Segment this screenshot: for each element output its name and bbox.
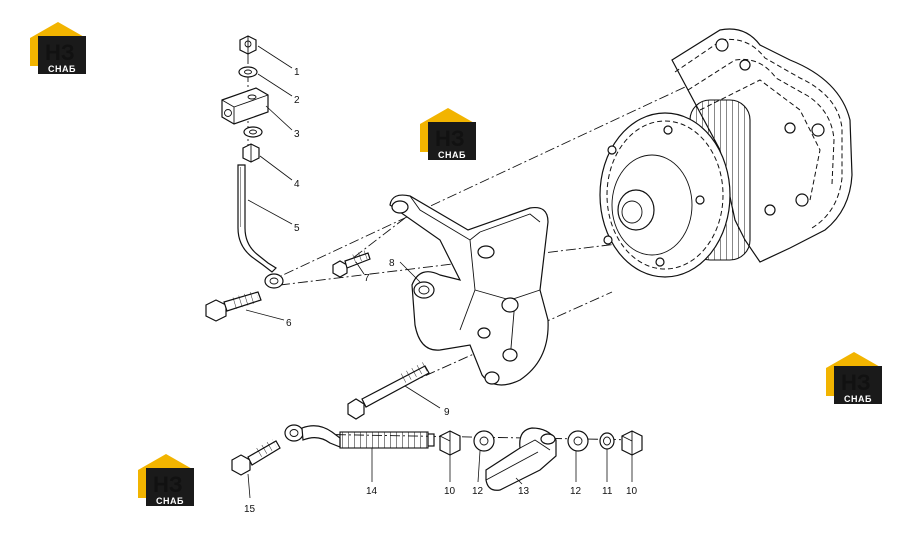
bolt-part-6 xyxy=(205,290,262,322)
logo-text: СНАБ xyxy=(48,64,76,74)
logo-mark: НЗ xyxy=(435,126,465,151)
callout-4: 4 xyxy=(294,179,300,190)
tube-part-5 xyxy=(237,164,284,289)
callout-6: 6 xyxy=(286,318,292,329)
callout-15: 15 xyxy=(244,504,256,515)
nut-part-4 xyxy=(242,143,260,163)
logo-mark: НЗ xyxy=(841,370,871,395)
block-part-3 xyxy=(221,87,269,125)
nut-part-10b xyxy=(621,430,643,456)
callout-11: 11 xyxy=(602,486,613,497)
callout-8: 8 xyxy=(389,258,395,269)
alternator-assembly xyxy=(599,28,853,278)
bolt-part-9 xyxy=(347,361,430,420)
nut-part-10a xyxy=(439,430,461,456)
callout-1: 1 xyxy=(294,67,300,78)
leader-lines xyxy=(245,45,633,499)
callout-10a: 10 xyxy=(444,486,456,497)
logo-center: НЗ СНАБ xyxy=(420,108,476,160)
callout-numbers: 1 2 3 4 5 6 7 8 9 10 12 13 12 11 10 14 1… xyxy=(244,67,638,515)
logo-right: НЗ СНАБ xyxy=(826,352,882,404)
tube-part-14 xyxy=(284,424,435,449)
logo-text: СНАБ xyxy=(844,394,872,404)
callout-9: 9 xyxy=(444,407,450,418)
callout-14: 14 xyxy=(366,486,378,497)
bolt-part-15 xyxy=(231,439,281,476)
logo-top-left: НЗ СНАБ xyxy=(30,22,86,74)
logo-bottom-left: НЗ СНАБ xyxy=(138,454,194,506)
callout-12a: 12 xyxy=(472,486,484,497)
washer-part-12a xyxy=(473,430,495,452)
washer-part-3b xyxy=(243,126,263,138)
callout-12b: 12 xyxy=(570,486,582,497)
callout-3: 3 xyxy=(294,129,300,140)
callout-7: 7 xyxy=(364,273,370,284)
callout-5: 5 xyxy=(294,223,300,234)
clamp-part-13 xyxy=(485,427,557,491)
nut-part-1 xyxy=(239,35,257,55)
washer-part-11 xyxy=(599,432,615,450)
callout-2: 2 xyxy=(294,95,300,106)
washer-part-12b xyxy=(567,430,589,452)
callout-10b: 10 xyxy=(626,486,638,497)
logo-mark: НЗ xyxy=(153,472,183,497)
logo-mark: НЗ xyxy=(45,40,75,65)
logo-text: СНАБ xyxy=(156,496,184,506)
bolt-part-7 xyxy=(332,249,371,278)
bracket-part-8 xyxy=(389,194,549,386)
logo-text: СНАБ xyxy=(438,150,466,160)
washer-part-2 xyxy=(238,66,258,78)
callout-13: 13 xyxy=(518,486,530,497)
